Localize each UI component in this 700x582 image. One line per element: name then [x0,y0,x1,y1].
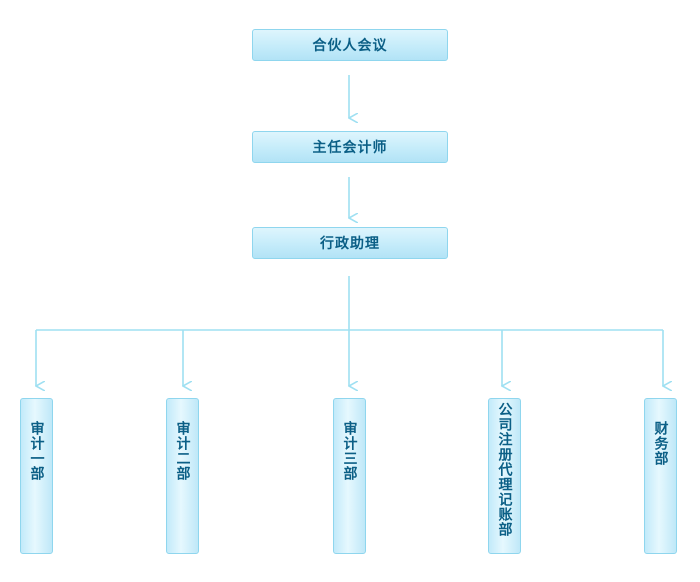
node-finance-dept: 财务部 [644,398,677,554]
node-partners-meeting: 合伙人会议 [252,29,448,61]
node-admin-assistant: 行政助理 [252,227,448,259]
node-label: 行政助理 [320,236,380,252]
node-label: 审计一部 [28,421,45,481]
node-audit-dept-3: 审计三部 [333,398,366,554]
node-label: 主任会计师 [312,140,388,156]
node-audit-dept-2: 审计二部 [166,398,199,554]
node-label: 公司注册代理记账部 [496,402,513,537]
node-chief-accountant: 主任会计师 [252,131,448,163]
node-label: 审计三部 [341,421,358,481]
node-label: 财务部 [652,421,669,466]
node-registration-agency-dept: 公司注册代理记账部 [488,398,521,554]
node-label: 合伙人会议 [312,38,388,54]
node-label: 审计二部 [174,421,191,481]
node-audit-dept-1: 审计一部 [20,398,53,554]
